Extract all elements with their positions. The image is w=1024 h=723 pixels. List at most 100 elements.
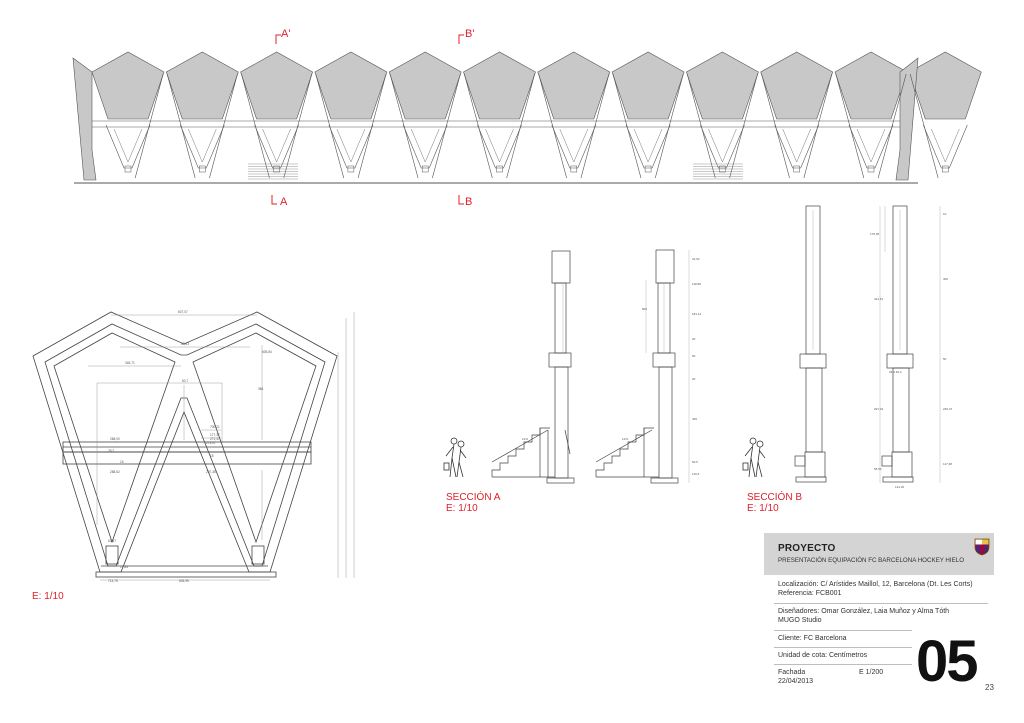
facade-v-column — [848, 124, 894, 169]
column-base — [347, 165, 355, 173]
svg-text:605,95: 605,95 — [179, 579, 189, 583]
svg-text:26,4 36,4: 26,4 36,4 — [889, 370, 902, 374]
svg-text:178,05: 178,05 — [870, 232, 880, 236]
facade-end-wing-right — [895, 57, 919, 181]
column-base — [644, 165, 652, 173]
facade-a-frame — [134, 73, 196, 179]
svg-text:297,36: 297,36 — [206, 470, 216, 474]
facade-panel — [463, 51, 536, 120]
facade-panel — [908, 51, 982, 120]
facade-v-column — [551, 124, 597, 169]
project-heading: PROYECTO — [778, 543, 836, 554]
facade-a-frame — [580, 73, 642, 179]
svg-text:345,71: 345,71 — [125, 361, 135, 365]
svg-text:607,07: 607,07 — [178, 310, 188, 314]
facade-a-frame — [729, 73, 790, 179]
svg-text:713,75: 713,75 — [108, 579, 118, 583]
facade-panel — [686, 51, 759, 120]
facade-v-column — [700, 124, 745, 169]
svg-text:124,20: 124,20 — [895, 485, 905, 489]
scale-text: E 1/200 — [859, 669, 884, 676]
svg-text:24,92: 24,92 — [692, 257, 700, 261]
svg-text:60,7: 60,7 — [182, 379, 188, 383]
svg-text:60,5: 60,5 — [692, 460, 698, 464]
facade-v-column — [923, 124, 968, 169]
svg-text:15: 15 — [120, 460, 124, 464]
facade-v-column-inner — [931, 128, 960, 163]
column-base — [124, 165, 132, 173]
facade-a-frame — [209, 73, 270, 179]
facade-a-frame — [432, 73, 493, 179]
title-block-header: PROYECTO PRESENTACIÓN EQUIPACIÓN FC BARC… — [764, 533, 994, 575]
facade-v-column-inner — [782, 128, 811, 163]
location-text: Localización: C/ Arístides Maillol, 12, … — [778, 581, 973, 588]
section-mark-a-bottom: A — [280, 196, 288, 208]
svg-text:297,44: 297,44 — [874, 407, 884, 411]
column-base — [942, 165, 949, 173]
title-block-divider — [774, 603, 988, 604]
facade-a-frame — [803, 73, 865, 179]
section-mark-a-top: A' — [281, 28, 291, 40]
facade-v-column-inner — [113, 128, 143, 163]
facade-v-column-inner — [559, 128, 589, 163]
facade-end-wing-left — [72, 57, 97, 181]
facade-v-column — [254, 124, 299, 169]
section-a-title: SECCIÓN A — [446, 492, 501, 503]
svg-text:400: 400 — [692, 417, 697, 421]
page-number: 23 — [985, 683, 994, 692]
svg-text:271,37: 271,37 — [210, 437, 220, 441]
column-base — [421, 165, 429, 173]
svg-text:50: 50 — [943, 357, 947, 361]
title-block-divider — [774, 630, 912, 631]
column-base — [199, 165, 206, 173]
facade-v-column-inner — [262, 128, 291, 163]
svg-text:181,14: 181,14 — [692, 312, 702, 316]
title-block: PROYECTO PRESENTACIÓN EQUIPACIÓN FC BARC… — [764, 533, 994, 691]
section-mark-b-top: B' — [465, 28, 475, 40]
svg-text:12%: 12% — [622, 437, 628, 441]
title-block-divider — [774, 664, 912, 665]
svg-text:700,21: 700,21 — [210, 425, 220, 429]
facade-v-column — [477, 124, 522, 169]
units-text: Unidad de cota: Centímetros — [778, 652, 868, 659]
svg-text:268,00: 268,00 — [110, 437, 120, 441]
column-base — [793, 165, 800, 173]
facade-a-frame — [506, 73, 567, 179]
facade-v-column — [774, 124, 819, 169]
facade-panel — [91, 51, 165, 120]
facade-v-column — [180, 124, 225, 169]
detail-scale-label: E: 1/10 — [32, 591, 64, 602]
svg-text:118,86: 118,86 — [692, 282, 701, 286]
svg-text:63,37: 63,37 — [108, 539, 116, 543]
svg-text:421,61: 421,61 — [874, 297, 884, 301]
section-mark-b-bottom: B — [465, 196, 473, 208]
date-text: 22/04/2013 — [778, 678, 814, 685]
svg-text:177,37: 177,37 — [210, 433, 220, 437]
svg-text:119,5: 119,5 — [692, 472, 700, 476]
facade-panel — [314, 51, 388, 120]
svg-text:17,85: 17,85 — [120, 565, 128, 569]
svg-text:273,07: 273,07 — [206, 441, 216, 445]
facade-panel — [165, 51, 239, 120]
facade-panel — [240, 51, 313, 120]
svg-text:65,50: 65,50 — [874, 467, 882, 471]
svg-text:300: 300 — [943, 277, 948, 281]
svg-text:15: 15 — [210, 454, 214, 458]
facade-panel — [760, 51, 834, 120]
facade-v-column — [105, 124, 151, 169]
title-block-divider — [774, 647, 912, 648]
facade-panel — [834, 51, 908, 120]
svg-text:50: 50 — [692, 354, 696, 358]
facade-panel — [537, 51, 611, 120]
facade-v-column — [402, 124, 448, 169]
facade-v-column-inner — [708, 128, 737, 163]
facade-v-column-inner — [188, 128, 217, 163]
svg-text:20: 20 — [692, 377, 696, 381]
facade-v-column-inner — [856, 128, 886, 163]
facade-panel — [388, 51, 462, 120]
facade-a-frame — [877, 73, 939, 179]
facade-v-column-inner — [633, 128, 663, 163]
